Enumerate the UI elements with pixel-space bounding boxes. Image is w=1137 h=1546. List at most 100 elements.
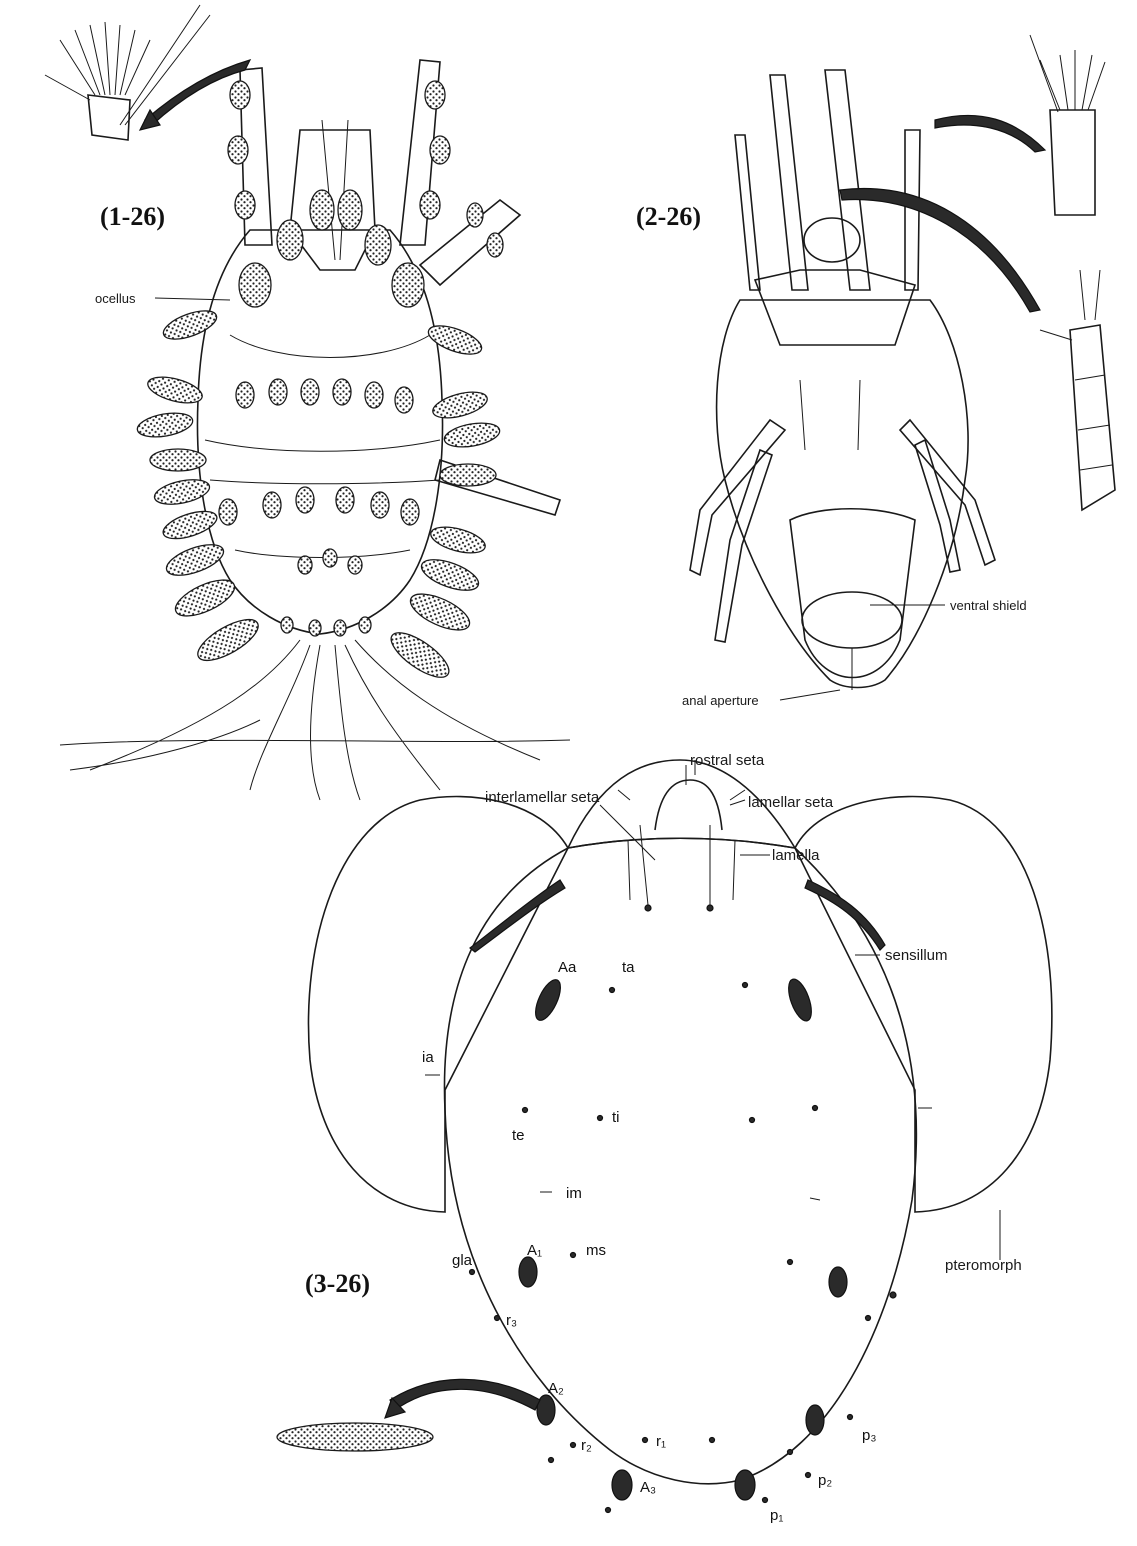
leaf-seta [277, 220, 303, 260]
dorsal-seta [333, 379, 351, 405]
marginal-seta [192, 612, 264, 669]
interlamellar-seta-leader [600, 805, 655, 860]
label-r2: r₂ [581, 1437, 592, 1454]
label-r1: r₁ [656, 1433, 666, 1450]
label-r3: r₃ [506, 1312, 517, 1329]
inset-leg-setae [45, 5, 210, 125]
leaf-seta [310, 190, 334, 230]
anal-aperture-label: anal aperture [682, 693, 759, 708]
label-p2: p₂ [818, 1472, 832, 1489]
leaf-seta [365, 225, 391, 265]
notogaster [444, 838, 916, 1484]
seta-marker [598, 1116, 603, 1121]
leg-2-right [900, 420, 995, 565]
palp-2-cr [825, 70, 870, 290]
inset-3-seg [1040, 270, 1112, 470]
lamellar-seta-label: lamellar seta [748, 794, 834, 811]
seta-base [707, 905, 713, 911]
label-Aa: Aa [558, 959, 577, 976]
lamellar-setae [618, 765, 745, 800]
dorsal-seta [263, 492, 281, 518]
dorsal-seta [309, 620, 321, 636]
palp-2-left [735, 135, 760, 290]
figure-3-number: (3-26) [305, 1269, 370, 1298]
dorsal-seta [365, 382, 383, 408]
seta-marker [788, 1450, 793, 1455]
leaf-seta [392, 263, 424, 307]
dorsal-seta [334, 620, 346, 636]
figure-2-number: (2-26) [636, 202, 701, 231]
dorsal-seta [269, 379, 287, 405]
marginal-seta [160, 305, 220, 345]
leaf-seta [239, 263, 271, 307]
dorsal-seta [348, 556, 362, 574]
seta-marker [806, 1473, 811, 1478]
label-ti: ti [612, 1109, 620, 1126]
palp-2-cl [770, 75, 808, 290]
chelicera [322, 120, 348, 260]
leaf-seta [425, 81, 445, 109]
marginal-seta [418, 553, 483, 596]
seta-marker [866, 1316, 871, 1321]
seta-marker [571, 1443, 576, 1448]
inset-leg-tip [88, 95, 130, 140]
seta-marker [606, 1508, 611, 1513]
leaf-seta [235, 191, 255, 219]
inset-2-setae [1030, 35, 1105, 112]
label-te: te [512, 1127, 525, 1144]
seta-marker [890, 1292, 896, 1298]
seta-marker [549, 1458, 554, 1463]
seta-marker [848, 1415, 853, 1420]
lamella-label: lamella [772, 847, 820, 864]
marginal-seta [163, 538, 228, 581]
marginal-seta [171, 573, 240, 624]
label-p1: p₁ [770, 1507, 783, 1524]
figure-2-drawing [690, 35, 1115, 700]
seta-marker [523, 1108, 528, 1113]
sensillum-left [470, 880, 565, 952]
inset-4-arrow [390, 1379, 540, 1410]
leaf-seta [430, 136, 450, 164]
dorsal-seta [371, 492, 389, 518]
inset-3-leg [1070, 325, 1115, 510]
seta-marker [610, 988, 615, 993]
rostral-seta-label: rostral seta [690, 752, 765, 769]
label-A2: A₂ [548, 1380, 564, 1397]
label-A1: A₁ [527, 1242, 542, 1259]
genital-plate [802, 592, 902, 648]
mouth-plate [804, 218, 860, 262]
inset-3-arrow [840, 189, 1040, 313]
label-ia: ia [422, 1049, 434, 1066]
dorsal-seta [395, 387, 413, 413]
seta-marker [763, 1498, 768, 1503]
figure-1-number: (1-26) [100, 202, 165, 231]
pteromorph-left [308, 796, 568, 1212]
dorsal-seta [236, 382, 254, 408]
marginal-seta [136, 409, 195, 440]
marginal-seta [425, 320, 485, 360]
dorsal-seta [359, 617, 371, 633]
marginal-seta [385, 625, 456, 685]
area-porosa-A1-right [829, 1267, 847, 1297]
pteromorph-label: pteromorph [945, 1257, 1022, 1274]
ocellus-leader [155, 298, 230, 300]
figure-3-drawing [277, 760, 1052, 1513]
dorsal-seta [301, 379, 319, 405]
label-im: im [566, 1185, 582, 1202]
seta-marker [495, 1316, 500, 1321]
rostrum-tip [655, 780, 722, 830]
lyrifissure [810, 1198, 820, 1200]
posterior-setae [60, 640, 570, 800]
leaf-seta [338, 190, 362, 230]
dorsal-seta [323, 549, 337, 567]
inset-2-arrow [935, 115, 1045, 152]
seta-marker [710, 1438, 715, 1443]
seta-marker [788, 1260, 793, 1265]
area-porosa-A2-right [806, 1405, 824, 1435]
ocellus-label: ocellus [95, 291, 136, 306]
leaf-seta [467, 203, 483, 227]
seta-marker [750, 1118, 755, 1123]
area-porosa-A3-right [735, 1470, 755, 1500]
marginal-seta [428, 522, 488, 558]
